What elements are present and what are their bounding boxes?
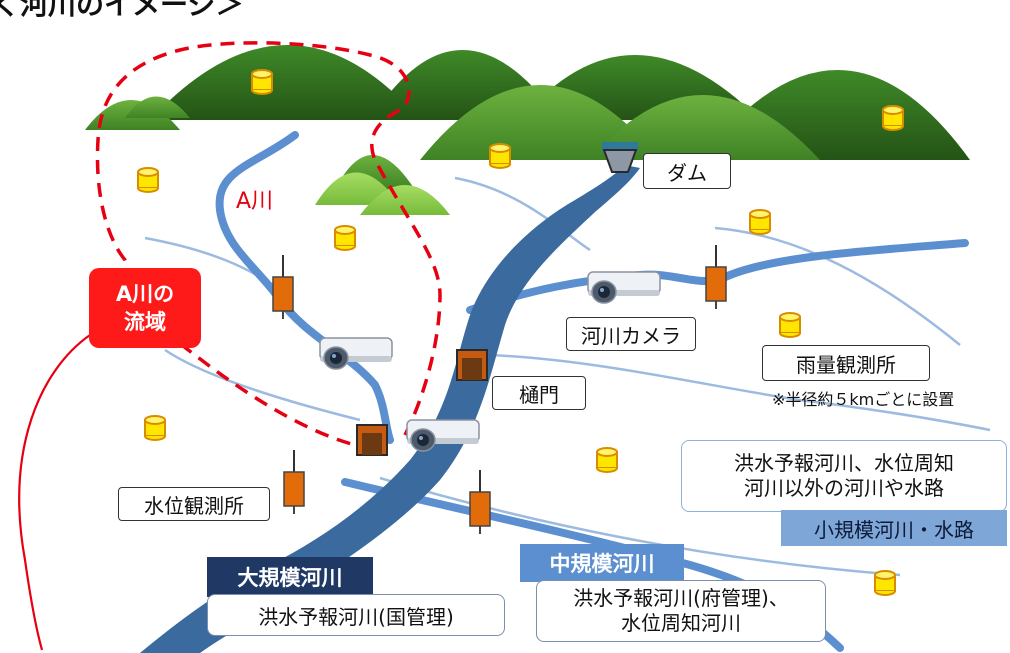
page-title: く河川のイメージ＞	[0, 0, 244, 21]
basin-arrow	[18, 334, 91, 651]
medium-river-desc-line1: 洪水予報河川(府管理)、	[573, 586, 789, 610]
a-river-label: A川	[236, 189, 274, 214]
small-river-heading: 小規模河川・水路	[781, 510, 1007, 546]
dam-label: ダム	[643, 153, 731, 189]
basin-boundary	[95, 41, 442, 447]
rain-gauge-note: ※半径約５kmごとに設置	[772, 390, 955, 409]
basin-label-line2: 流域	[124, 310, 166, 334]
medium-river-description: 洪水予報河川(府管理)、 水位周知河川	[536, 580, 826, 642]
large-river-heading: 大規模河川	[207, 557, 373, 597]
large-river	[140, 165, 640, 653]
mountains	[85, 45, 970, 215]
small-river-description: 洪水予報河川、水位周知 河川以外の河川や水路	[681, 440, 1007, 512]
small-river-desc-line1: 洪水予報河川、水位周知	[734, 451, 954, 475]
rain-gauge-label: 雨量観測所	[762, 345, 930, 381]
medium-river-heading: 中規模河川	[520, 544, 684, 582]
basin-label: A川の 流域	[89, 268, 201, 348]
river-camera-label: 河川カメラ	[566, 317, 696, 351]
sluice-gate-label: 樋門	[492, 376, 586, 410]
large-river-description: 洪水予報河川(国管理)	[207, 594, 505, 636]
dam-icon	[602, 142, 638, 173]
water-level-label: 水位観測所	[118, 487, 270, 521]
medium-river-desc-line2: 水位周知河川	[621, 611, 741, 635]
small-river-desc-line2: 河川以外の河川や水路	[744, 476, 944, 500]
basin-label-line1: A川の	[115, 282, 175, 306]
